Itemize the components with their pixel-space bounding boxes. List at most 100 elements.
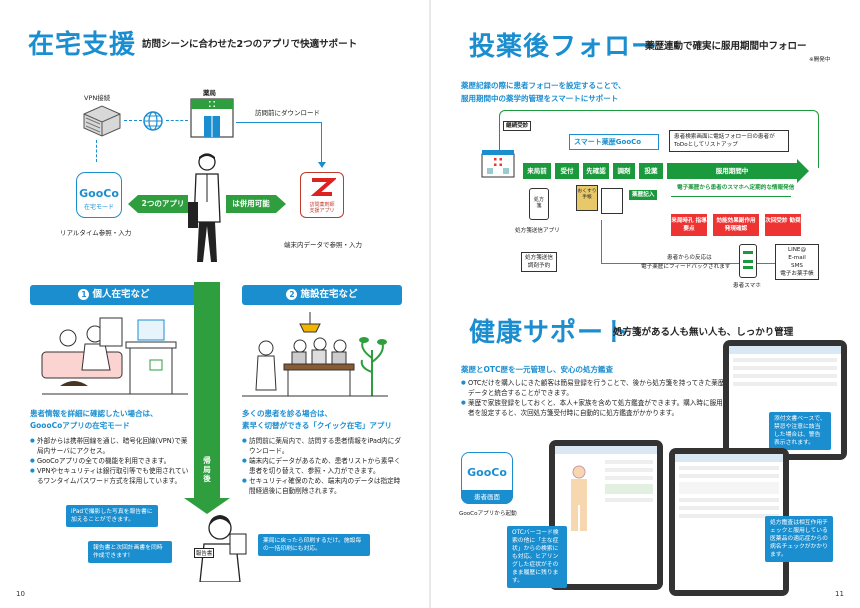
cycle-line — [499, 110, 819, 168]
facility-visit-illustration — [240, 310, 390, 402]
page-subtitle-follow-up: 薬歴連動で確実に服用期間中フォロー — [645, 41, 807, 52]
pharmacy-icon — [190, 98, 234, 142]
spacer — [635, 44, 638, 47]
med-history-label: 薬歴記入 — [629, 190, 658, 200]
page-subtitle-health-support: 処方箋がある人も無い人も、しっかり管理 — [613, 327, 794, 338]
arrow-right-head — [276, 195, 286, 213]
pharmacy-label: 薬局 — [203, 89, 216, 97]
right-page: 投薬後フォロー 薬歴連動で確実に服用期間中フォロー ※開発中 薬歴記録の際に患者… — [431, 0, 860, 608]
channel-email: E-mail — [788, 255, 806, 261]
channel-enotebook: 電子お薬手帳 — [780, 271, 814, 277]
section1-lead-2: GoooCoアプリの在宅モード — [30, 421, 130, 430]
step-before-visit: 来局前 — [523, 163, 551, 179]
return-arrow-body — [194, 282, 220, 500]
handover-label: 継続受診 — [503, 121, 532, 131]
channel-line: LINE@ — [787, 247, 807, 253]
section2-bullets: 訪問前に薬局内で、訪問する患者情報をiPad内にダウンロード。 端末内にデータが… — [242, 436, 406, 496]
home-visit-app-icon: 訪問薬剤師 支援アプリ — [300, 172, 344, 218]
rx-phone-icon: 処方箋 — [529, 188, 549, 220]
step-arrow-head — [797, 159, 809, 183]
app2-label-2: 支援アプリ — [309, 208, 335, 214]
follow-lead-2: 服用期間中の薬学的管理をスマートにサポート — [461, 94, 619, 103]
feedback-1: 患者からの反応は — [667, 255, 712, 261]
download-note: 訪問前にダウンロード — [255, 109, 320, 117]
app2-caption: 端末内データで参照・入力 — [284, 241, 362, 249]
list-item: GooCoアプリの全ての機能を利用できます。 — [30, 456, 190, 466]
gooco-screen-label: 患者画面 — [461, 490, 513, 504]
vpn-label: VPN接続 — [84, 94, 111, 102]
rx-reserve-label: 処方箋送信 調剤予約 — [521, 252, 557, 272]
gooco-app-icon: GooCo 在宅モード — [76, 172, 122, 218]
todo-note: 患者検索画面に電話フォロー日の患者がToDoとしてリストアップ — [669, 130, 789, 152]
download-arrow-line — [236, 122, 322, 166]
pharmacist-figure-icon — [186, 152, 228, 276]
brand-label: スマート薬歴GooCo — [569, 134, 659, 150]
dash-line-vertical — [96, 140, 97, 162]
patient-phone-icon — [739, 244, 757, 278]
gooco-start-label: GooCoアプリから起動 — [459, 511, 517, 517]
section-num-2: 2 — [286, 289, 298, 300]
gooco-logo-right: GooCo — [467, 466, 507, 479]
page-number-right: 11 — [835, 590, 844, 598]
page-title-health-support: 健康サポート — [469, 318, 632, 348]
return-arrow-head — [184, 498, 230, 514]
tablet-left — [549, 440, 663, 590]
callout-check: 処方鑑査は相互作用チェックと服用している医薬品の適応症からの病名チェックがかかり… — [765, 516, 833, 562]
arrow-left-head — [128, 195, 138, 213]
document-icon — [601, 188, 623, 214]
report-tag: 報告書 — [194, 548, 214, 558]
list-item: 薬歴で家族登録をしておくと、本人+家族を含めて処方鑑査ができます。購入時に服用者… — [461, 398, 727, 418]
callout-otc: OTCバーコード検索の他に「主な症状」からの検索にも対応。ヒアリングした症状がそ… — [507, 526, 567, 588]
callout-document: 添付文書ベースで、禁忌や注意に該当した場合は、警告表示されます。 — [769, 412, 831, 450]
page-subtitle-home-care: 訪問シーンに合わせた2つのアプリで快適サポート — [142, 39, 358, 50]
vpn-server-icon — [80, 104, 124, 142]
box-next-visit: 次回受診 勧奨 — [765, 214, 801, 236]
follow-lead-1: 薬歴記録の際に患者フォローを設定することで、 — [461, 81, 626, 90]
left-page: 在宅支援 訪問シーンに合わせた2つのアプリで快適サポート VPN接続 薬局 訪問… — [0, 0, 429, 608]
section1-bullets: 外部からは携帯回線を通じ、暗号化回線(VPN)で薬局内サーバにアクセス。 Goo… — [30, 436, 190, 486]
feedback-line — [601, 220, 811, 264]
globe-icon — [142, 110, 164, 136]
channels-box: LINE@ E-mail SMS 電子お薬手帳 — [775, 244, 819, 280]
callout-report: 報告書と次回計画書を同時作成できます! — [88, 541, 172, 563]
return-label: 帰局後 — [203, 456, 211, 483]
dash-line-globe — [166, 120, 188, 121]
callout-photo: iPadで撮影した写真を報告書に加えることができます。 — [66, 505, 158, 527]
arrow-right-body: は併用可能 — [226, 195, 276, 213]
section2-lead-1: 多くの患者を診る場合は、 — [242, 409, 332, 418]
gooco-caption: リアルタイム参照・入力 — [60, 229, 132, 237]
patient-phone-label: 患者スマホ — [733, 283, 761, 289]
step-precheck: 先確認 — [583, 163, 609, 179]
box-side-effect: 効能効果副作用 発現確認 — [713, 214, 759, 236]
page-title-home-care: 在宅支援 — [28, 30, 137, 60]
section-num-1: 1 — [78, 289, 90, 300]
section1-lead-1: 患者情報を詳細に確認したい場合は、 — [30, 409, 158, 418]
list-item: 外部からは携帯回線を通じ、暗号化回線(VPN)で薬局内サーバにアクセス。 — [30, 436, 190, 456]
list-item: 端末内にデータがあるため、患者リストから素早く患者を切り替えて、参照・入力ができ… — [242, 456, 406, 476]
info-line — [671, 196, 791, 197]
channel-sms: SMS — [791, 263, 803, 269]
page-number-left: 10 — [16, 590, 25, 598]
health-lead: 薬歴とOTC歴を一元管理し、安心の処方鑑査 — [461, 365, 613, 374]
list-item: 訪問前に薬局内で、訪問する患者情報をiPad内にダウンロード。 — [242, 436, 406, 456]
tablet-right — [669, 448, 789, 596]
gooco-mode-label: 在宅モード — [83, 204, 114, 211]
list-item: セキュリティ確保のため、端末内のデータは指定時間経過後に自動削除されます。 — [242, 476, 406, 496]
medicine-notebook-icon: おくすり手帳 — [576, 185, 598, 211]
dash-line-vpn — [124, 120, 142, 121]
step-dispense: 調剤 — [613, 163, 635, 179]
gooco-logo: GooCo — [79, 187, 119, 200]
home-visit-bed-illustration — [40, 312, 190, 402]
auto-send-note: 電子薬歴から患者のスマホへ定期的な情報発信 — [677, 185, 795, 191]
feedback-2: 電子薬歴にフィードバックされます — [641, 264, 731, 270]
section2-lead-2: 素早く切替ができる「クイック在宅」アプリ — [242, 421, 392, 430]
section-title-individual: 個人在宅など — [92, 289, 150, 300]
step-administer: 投薬 — [639, 163, 663, 179]
step-reception: 受付 — [555, 163, 579, 179]
box-guidance: 来局時孔 指導要点 — [671, 214, 707, 236]
download-arrow-head — [318, 162, 326, 168]
health-bullets: OTCだけを購入しにきた顧客は簡易登録を行うことで、後から処方箋を持ってきた薬歴… — [461, 378, 727, 418]
list-item: OTCだけを購入しにきた顧客は簡易登録を行うことで、後から処方箋を持ってきた薬歴… — [461, 378, 727, 398]
